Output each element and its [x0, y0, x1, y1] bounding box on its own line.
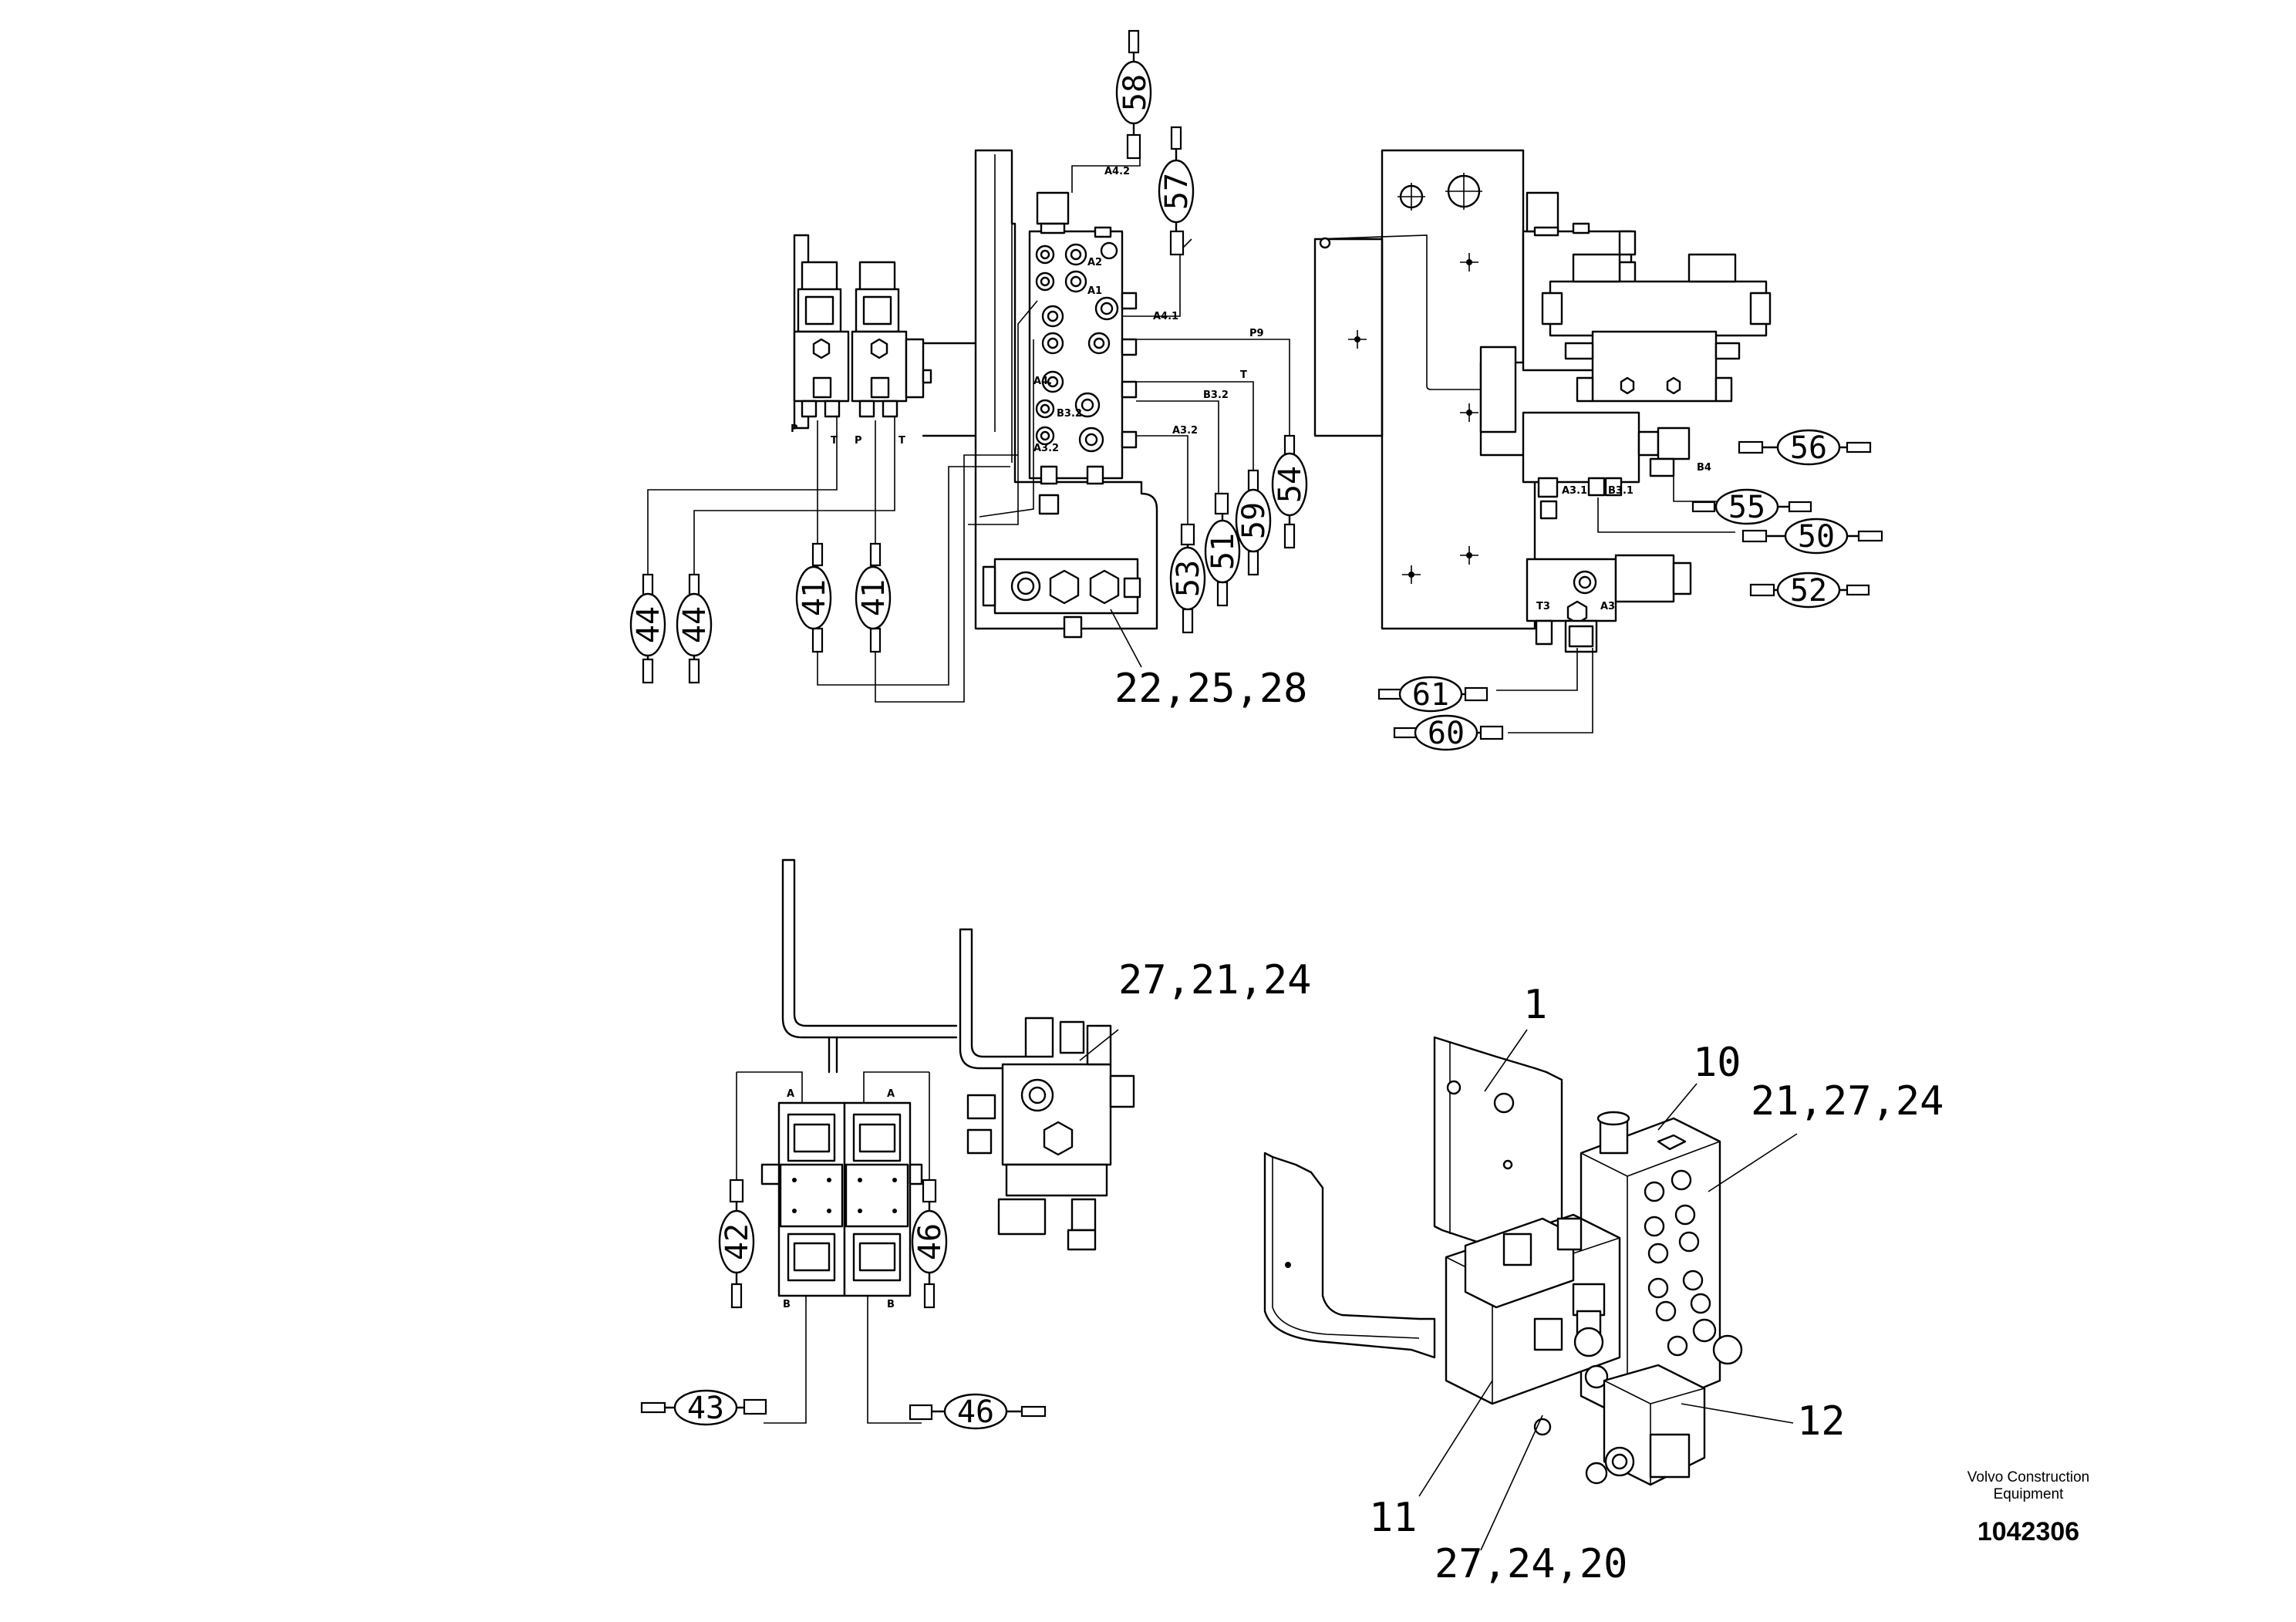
- port-label-p2: P: [855, 435, 862, 447]
- port-label-b32: B3.2: [1203, 389, 1229, 401]
- hose-bubble-46-vertical: 46: [912, 1223, 948, 1260]
- callout-27-21-24: 27,21,24: [1118, 957, 1311, 1003]
- callout-11: 11: [1369, 1495, 1418, 1541]
- port-label-b31: B3.1: [1608, 485, 1633, 497]
- callout-12: 12: [1797, 1398, 1846, 1445]
- hose-bubble-52: 52: [1790, 573, 1827, 609]
- port-label-t1: T: [831, 435, 838, 447]
- iso-fittings: [1644, 1169, 1743, 1365]
- hose-bubble-58: 58: [1118, 74, 1153, 111]
- hose-bubble-46-horizontal: 46: [957, 1394, 994, 1430]
- hose-bubble-61: 61: [1412, 677, 1449, 713]
- port-label-b4: B4: [1697, 462, 1711, 474]
- hose-bubble-57: 57: [1159, 173, 1195, 210]
- vertical-valve-right: [843, 1101, 923, 1297]
- hose-bubble-54: 54: [1273, 466, 1308, 503]
- hose-bubble-60: 60: [1428, 716, 1465, 751]
- port-label-t: T: [1240, 369, 1247, 381]
- mounting-plate: [974, 149, 1158, 630]
- port-label-a3r: A3: [1600, 601, 1615, 612]
- hoses-bottom-left: 42 46 43 46: [640, 1179, 1047, 1430]
- hoses-top-right: 56 55 50 52 61 60: [1377, 429, 1883, 751]
- solenoid-valve-left: [793, 234, 850, 430]
- footer-title-block: Volvo Construction Equipment 1042306: [1905, 1469, 2152, 1547]
- isometric-assembly: 1 10 21,27,24 12 11 27,24,20: [1263, 982, 1944, 1587]
- port-label-a3: A3.2: [1033, 443, 1059, 454]
- port-label-bv1: B: [783, 1299, 791, 1310]
- callout-22-25-28: 22,25,28: [1114, 666, 1307, 712]
- valve-ports: [1035, 241, 1119, 453]
- port-label-a2: A2: [1087, 257, 1102, 268]
- port-label-a41: A4.1: [1153, 311, 1178, 322]
- solenoid-valve-right: [851, 261, 932, 418]
- top-left-assembly: A4.2 A4.1 P9 T B3.2 A3.2 A1 A2 A4. A3.2 …: [647, 149, 1307, 712]
- top-right-assembly: B4 A3.1 B3.1 T3 A3: [1313, 149, 1772, 733]
- port-label-av2: A: [887, 1088, 895, 1100]
- port-label-p9: P9: [1249, 328, 1264, 339]
- hose-bubble-44a: 44: [631, 606, 666, 643]
- callout-1: 1: [1523, 982, 1547, 1028]
- drawing-number: 1042306: [1977, 1517, 2080, 1546]
- port-label-av1: A: [787, 1088, 794, 1100]
- port-label-bv2: B: [887, 1299, 895, 1310]
- hoses-top-left: 58 57 54 59 51 53 44 44 41 41: [629, 29, 1308, 684]
- bracket-bottom-left: [781, 858, 958, 1039]
- hose-bubble-42: 42: [720, 1223, 755, 1260]
- hose-bubble-55: 55: [1728, 490, 1765, 525]
- hose-bubble-53: 53: [1171, 560, 1206, 597]
- hose-bubble-44b: 44: [677, 606, 713, 643]
- port-label-t3: T3: [1536, 601, 1550, 612]
- hose-bubble-56: 56: [1790, 430, 1827, 466]
- callout-27-24-20: 27,24,20: [1435, 1541, 1627, 1587]
- port-label-a32: A3.2: [1172, 425, 1198, 437]
- hose-bubble-51: 51: [1205, 533, 1241, 570]
- port-label-a42: A4.2: [1104, 166, 1130, 177]
- iso-plate: [1433, 1036, 1563, 1274]
- company-name-line2: Equipment: [1993, 1486, 2064, 1502]
- port-label-b3: B3.2: [1057, 408, 1082, 420]
- hose-bubble-59: 59: [1236, 502, 1272, 539]
- vertical-valve-left: [777, 1101, 846, 1297]
- port-label-a1: A1: [1087, 285, 1102, 297]
- iso-l-bracket: [1263, 1152, 1436, 1359]
- port-label-p1: P: [791, 423, 798, 435]
- callout-21-27-24: 21,27,24: [1751, 1078, 1944, 1125]
- callout-10: 10: [1693, 1040, 1741, 1086]
- mounting-plate-right: [1381, 149, 1536, 630]
- port-label-t2: T: [899, 435, 905, 447]
- hose-bubble-50: 50: [1798, 519, 1835, 555]
- hose-bubble-41a: 41: [797, 579, 832, 616]
- hose-bubble-41b: 41: [856, 579, 892, 616]
- bottom-left-assembly: A B A B 27,21,24: [736, 858, 1311, 1424]
- port-label-a31: A3.1: [1562, 485, 1587, 497]
- port-label-a4: A4.: [1033, 376, 1052, 387]
- hose-bubble-43: 43: [687, 1391, 724, 1426]
- solenoid-horizontal: [1549, 280, 1768, 337]
- company-name-line1: Volvo Construction: [1967, 1469, 2090, 1485]
